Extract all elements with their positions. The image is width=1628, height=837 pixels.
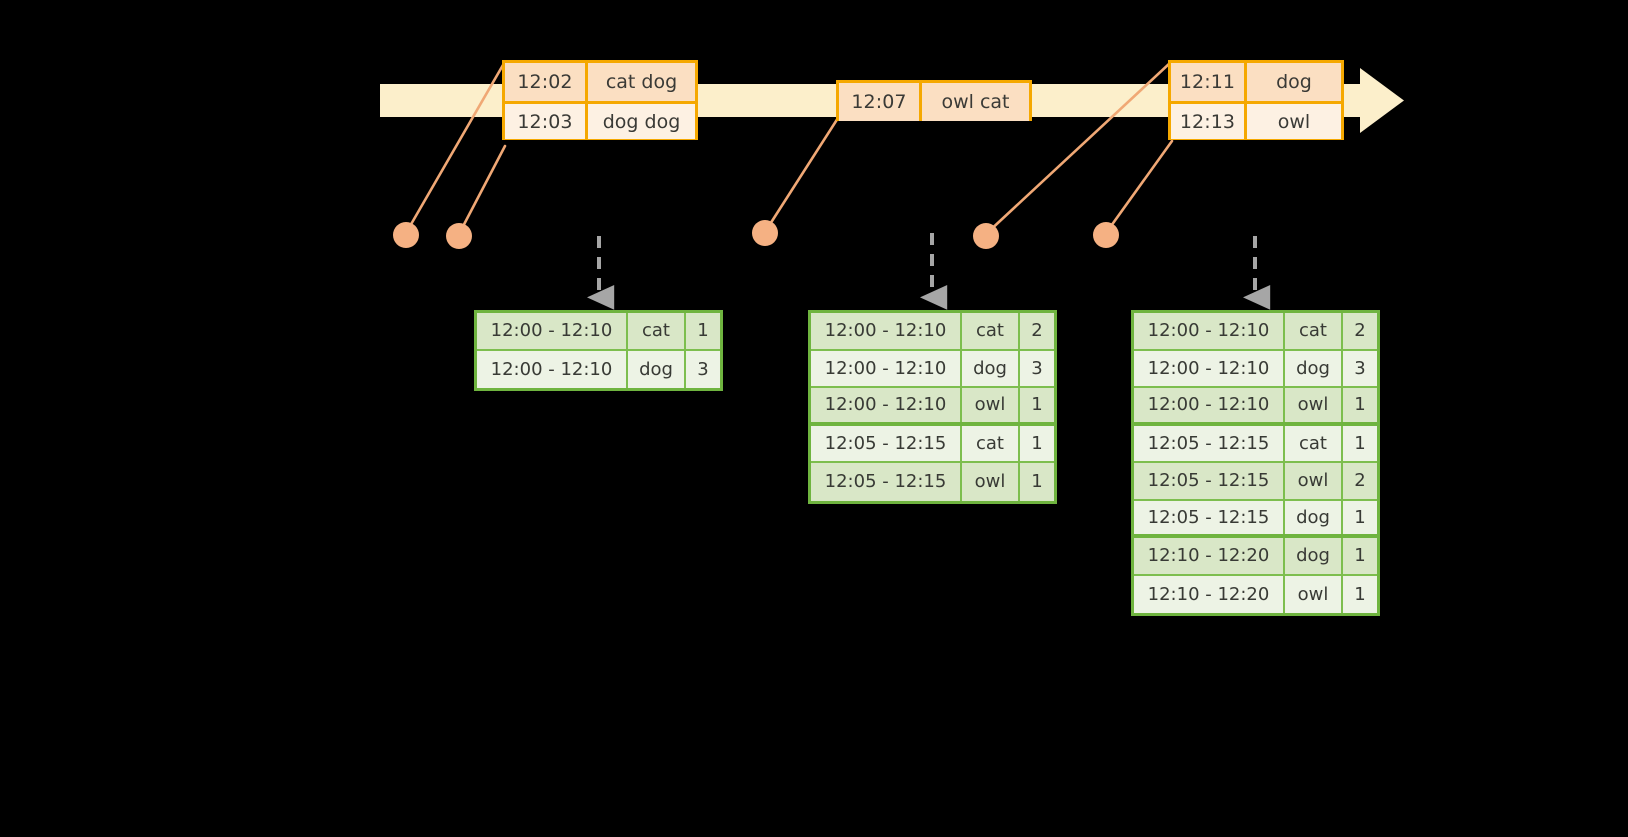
event-words: owl (1277, 110, 1311, 133)
cell-count: 1 (1354, 432, 1366, 454)
event-group-1[interactable]: 12:02 cat dog 12:03 dog dog (502, 60, 698, 140)
cell-word: owl (962, 463, 1020, 501)
event-row[interactable]: 12:07 owl cat (839, 83, 1029, 121)
cell-count: 1 (697, 320, 709, 342)
event-time: 12:03 (505, 104, 588, 139)
cell-count: 2 (1354, 470, 1366, 492)
event-words: owl cat (941, 91, 1010, 113)
cell-word: dog (1285, 350, 1343, 386)
event-group-2[interactable]: 12:07 owl cat (836, 80, 1032, 121)
cell-window: 12:00 - 12:10 (811, 388, 962, 422)
cell-word: cat (962, 313, 1020, 349)
cell-word: dog (1285, 500, 1343, 534)
cell-word: owl (1285, 575, 1343, 613)
cell-count: 1 (1031, 432, 1043, 454)
source-dot-1 (393, 222, 419, 248)
cell-count: 1 (1354, 545, 1366, 567)
cell-window: 12:00 - 12:10 (477, 313, 628, 349)
event-row[interactable]: 12:13 owl (1171, 101, 1341, 139)
cell-count: 1 (1031, 471, 1043, 493)
cell-word: cat (1285, 313, 1343, 349)
cell-word: cat (628, 313, 686, 349)
cell-word: owl (1285, 463, 1343, 499)
cell-window: 12:05 - 12:15 (811, 463, 962, 501)
cell-window: 12:00 - 12:10 (1134, 313, 1285, 349)
cell-window: 12:05 - 12:15 (811, 425, 962, 461)
cell-word: dog (1285, 538, 1343, 574)
event-words: dog (1276, 71, 1312, 93)
event-row[interactable]: 12:11 dog (1171, 63, 1341, 101)
cell-count: 1 (1031, 394, 1043, 416)
source-dot-5 (1093, 222, 1119, 248)
cell-count: 2 (1031, 320, 1043, 342)
source-dot-2 (446, 223, 472, 249)
source-dots (393, 220, 1119, 249)
cell-count: 1 (1354, 394, 1366, 416)
cell-word: owl (962, 388, 1020, 422)
event-row[interactable]: 12:03 dog dog (505, 101, 695, 139)
event-time: 12:02 (505, 63, 588, 101)
cell-window: 12:05 - 12:15 (1134, 425, 1285, 461)
event-group-3[interactable]: 12:11 dog 12:13 owl (1168, 60, 1344, 140)
cell-window: 12:05 - 12:15 (1134, 463, 1285, 499)
event-words: cat dog (605, 71, 678, 93)
cell-window: 12:00 - 12:10 (811, 313, 962, 349)
cell-window: 12:00 - 12:10 (1134, 388, 1285, 422)
cell-window: 12:05 - 12:15 (1134, 500, 1285, 534)
event-time: 12:11 (1171, 63, 1247, 101)
cell-window: 12:10 - 12:20 (1134, 575, 1285, 613)
source-dot-3 (752, 220, 778, 246)
cell-count: 3 (697, 358, 709, 380)
cell-count: 1 (1354, 583, 1366, 605)
cell-count: 3 (1354, 357, 1366, 379)
source-dot-4 (973, 223, 999, 249)
event-time: 12:13 (1171, 104, 1247, 139)
cell-count: 1 (1354, 506, 1366, 528)
cell-window: 12:00 - 12:10 (1134, 350, 1285, 386)
cell-count: 3 (1031, 357, 1043, 379)
cell-word: owl (1285, 388, 1343, 422)
event-time: 12:07 (839, 83, 922, 121)
cell-window: 12:00 - 12:10 (811, 350, 962, 386)
emission-arrows (586, 233, 1271, 310)
cell-count: 2 (1354, 320, 1366, 342)
cell-word: cat (1285, 425, 1343, 461)
cell-window: 12:10 - 12:20 (1134, 538, 1285, 574)
cell-window: 12:00 - 12:10 (477, 350, 628, 388)
event-words: dog dog (602, 110, 681, 133)
cell-word: cat (962, 425, 1020, 461)
event-row[interactable]: 12:02 cat dog (505, 63, 695, 101)
cell-word: dog (628, 350, 686, 388)
cell-word: dog (962, 350, 1020, 386)
